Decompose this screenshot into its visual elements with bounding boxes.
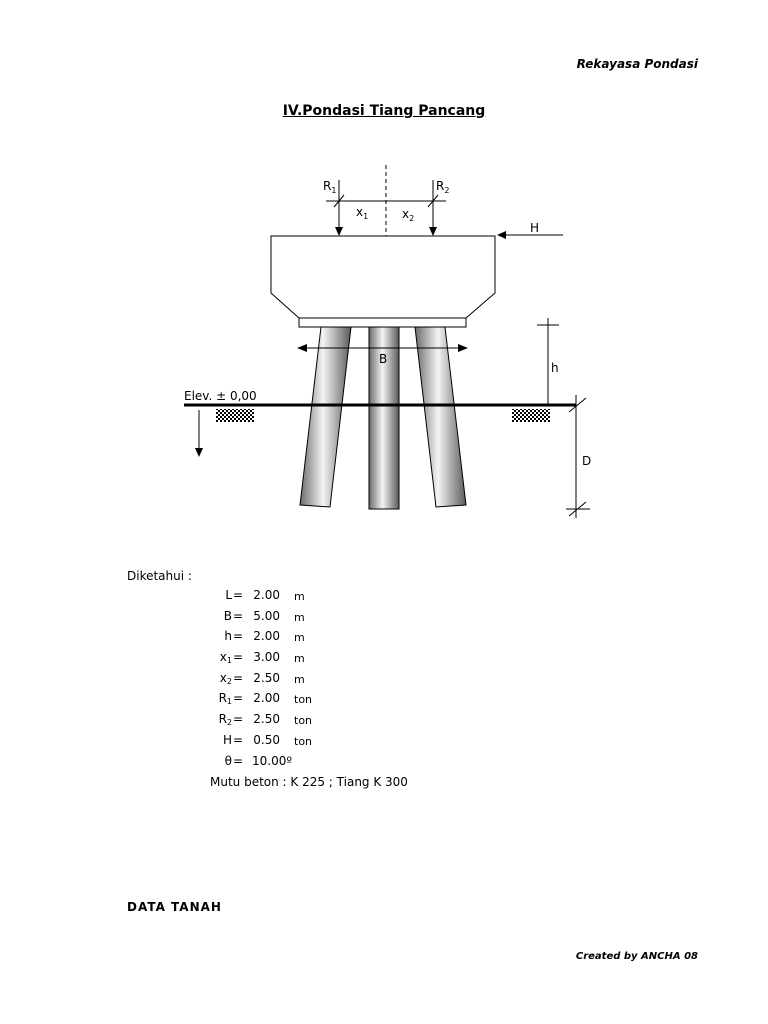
x2-label: x2 bbox=[402, 207, 414, 223]
known-label: Diketahui : bbox=[127, 569, 192, 583]
page-title: IV.Pondasi Tiang Pancang bbox=[0, 103, 768, 119]
param-subscript: 1 bbox=[226, 656, 232, 666]
pile-cap bbox=[270, 235, 496, 319]
param-symbol: B bbox=[200, 609, 232, 623]
pile-foundation-diagram: R1 R2 x1 x2 H B h D Elev. ± 0,00 bbox=[184, 165, 591, 518]
param-equals: = bbox=[233, 753, 244, 768]
param-symbol-text: R bbox=[218, 691, 227, 706]
param-equals: = bbox=[233, 629, 244, 644]
param-symbol-text: x bbox=[219, 670, 227, 685]
d-label: D bbox=[582, 454, 591, 468]
param-unit: ton bbox=[294, 714, 313, 728]
param-unit: m bbox=[294, 610, 305, 624]
pile-center bbox=[368, 326, 400, 510]
x-tick-left bbox=[333, 194, 345, 208]
param-unit: m bbox=[294, 652, 305, 666]
elev-arrowhead bbox=[195, 448, 203, 457]
r1-label: R1 bbox=[323, 179, 336, 195]
param-symbol: θ bbox=[200, 754, 232, 768]
param-equals: = bbox=[233, 712, 244, 727]
section-heading: DATA TANAH bbox=[127, 900, 222, 914]
param-symbol-text: H bbox=[222, 732, 232, 747]
param-equals: = bbox=[233, 588, 244, 602]
param-symbol-text: B bbox=[223, 608, 232, 623]
footer-credit: Created by ANCHA 08 bbox=[575, 951, 698, 962]
param-symbol: R2 bbox=[200, 712, 232, 727]
param-symbol-text: x bbox=[219, 650, 227, 665]
param-symbol-text: R bbox=[218, 712, 227, 727]
x-tick-right bbox=[427, 194, 439, 208]
param-unit: m bbox=[294, 590, 305, 603]
param-subscript: 2 bbox=[226, 676, 232, 686]
param-symbol: x2 bbox=[200, 671, 232, 686]
header-title: Rekayasa Pondasi bbox=[576, 57, 698, 71]
param-symbol-text: θ bbox=[224, 753, 232, 768]
param-value: 10.00º bbox=[252, 753, 293, 768]
concrete-quality: Mutu beton : K 225 ; Tiang K 300 bbox=[210, 775, 408, 789]
param-equals: = bbox=[233, 732, 244, 747]
h-height-label: h bbox=[551, 361, 559, 375]
b-arrow-right bbox=[458, 344, 468, 352]
elevation-label: Elev. ± 0,00 bbox=[184, 389, 257, 403]
param-value: 2.00 bbox=[253, 588, 280, 602]
param-unit: m bbox=[294, 631, 305, 645]
b-arrow-left bbox=[297, 344, 307, 352]
param-equals: = bbox=[233, 691, 244, 706]
param-unit: ton bbox=[294, 734, 313, 748]
soil-hatch-right bbox=[512, 409, 550, 422]
r1-arrowhead bbox=[335, 227, 343, 236]
x1-label: x1 bbox=[356, 205, 368, 221]
param-equals: = bbox=[233, 670, 244, 685]
param-value: 5.00 bbox=[253, 608, 280, 623]
cap-base-plate bbox=[298, 317, 467, 328]
param-equals: = bbox=[233, 650, 244, 665]
param-symbol: h bbox=[200, 629, 232, 643]
param-value: 2.50 bbox=[253, 712, 280, 727]
d-tick-top bbox=[568, 397, 587, 413]
param-equals: = bbox=[233, 608, 244, 623]
soil-hatch-left bbox=[216, 409, 254, 422]
param-value: 2.50 bbox=[253, 670, 280, 685]
page-title-text: IV.Pondasi Tiang Pancang bbox=[282, 103, 486, 119]
param-unit: m bbox=[294, 672, 305, 686]
b-label: B bbox=[379, 352, 387, 366]
param-symbol: x1 bbox=[200, 650, 232, 665]
pile-left bbox=[299, 326, 352, 508]
param-value: 3.00 bbox=[253, 650, 280, 665]
h-force-label: H bbox=[530, 221, 539, 235]
param-symbol: L bbox=[200, 588, 232, 602]
h-force-arrowhead bbox=[497, 231, 506, 239]
param-symbol-text: h bbox=[224, 629, 232, 644]
param-subscript: 1 bbox=[226, 697, 232, 707]
param-symbol-text: L bbox=[225, 588, 232, 602]
pile-right bbox=[414, 326, 467, 508]
param-value: 2.00 bbox=[253, 629, 280, 644]
param-value: 0.50 bbox=[253, 732, 280, 747]
r2-arrowhead bbox=[429, 227, 437, 236]
param-symbol: H bbox=[200, 733, 232, 747]
param-symbol: R1 bbox=[200, 691, 232, 706]
r2-label: R2 bbox=[436, 179, 449, 195]
param-value: 2.00 bbox=[253, 691, 280, 706]
param-unit: ton bbox=[294, 693, 313, 707]
param-subscript: 2 bbox=[226, 718, 232, 728]
